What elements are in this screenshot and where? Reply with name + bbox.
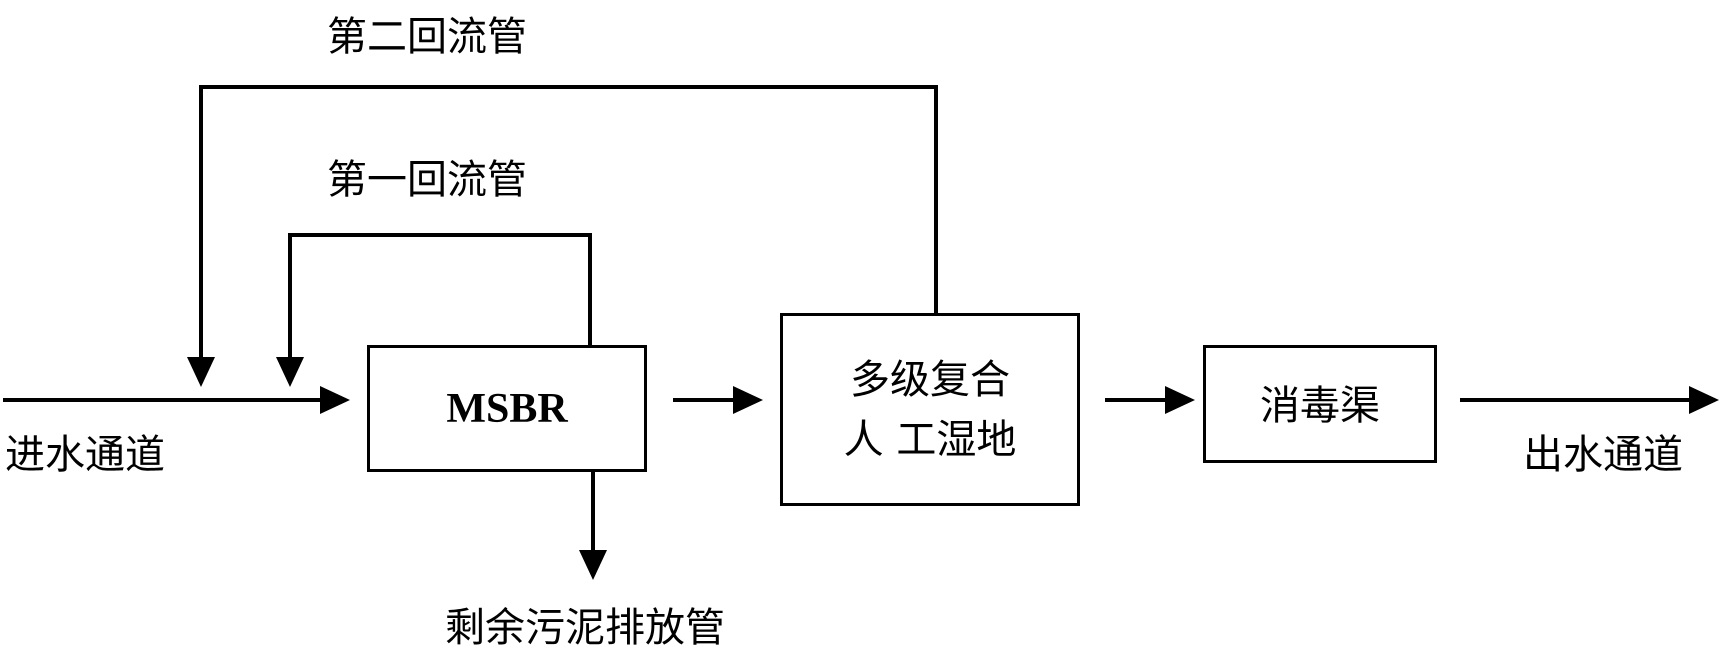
wetland-label: 多级复合 人 工湿地 xyxy=(783,350,1077,470)
sludge-arrowhead xyxy=(579,550,607,580)
first-return-pipe-line xyxy=(288,233,592,359)
msbr-box: MSBR xyxy=(367,345,647,472)
second-return-arrowhead xyxy=(187,357,215,387)
first-return-arrowhead xyxy=(276,357,304,387)
second-return-pipe-label: 第二回流管 xyxy=(327,14,527,60)
wetland-label-line1: 多级复合 xyxy=(850,357,1010,403)
excess-sludge-pipe-label: 剩余污泥排放管 xyxy=(445,605,725,651)
first-return-pipe-label: 第一回流管 xyxy=(327,157,527,203)
wetland-box: 多级复合 人 工湿地 xyxy=(780,313,1080,506)
inlet-arrowhead xyxy=(320,386,350,414)
disinfection-box: 消毒渠 xyxy=(1203,345,1437,463)
outlet-channel-label: 出水通道 xyxy=(1523,432,1683,478)
second-return-pipe-line xyxy=(199,85,938,359)
msbr-to-wetland-arrowhead xyxy=(733,386,763,414)
inlet-channel-label: 进水通道 xyxy=(5,432,165,478)
wetland-to-disinfection-arrowhead xyxy=(1165,386,1195,414)
outlet-arrowhead xyxy=(1689,386,1719,414)
wetland-label-line2: 人 工湿地 xyxy=(843,417,1017,463)
disinfection-label: 消毒渠 xyxy=(1260,383,1380,429)
msbr-label: MSBR xyxy=(446,386,568,432)
